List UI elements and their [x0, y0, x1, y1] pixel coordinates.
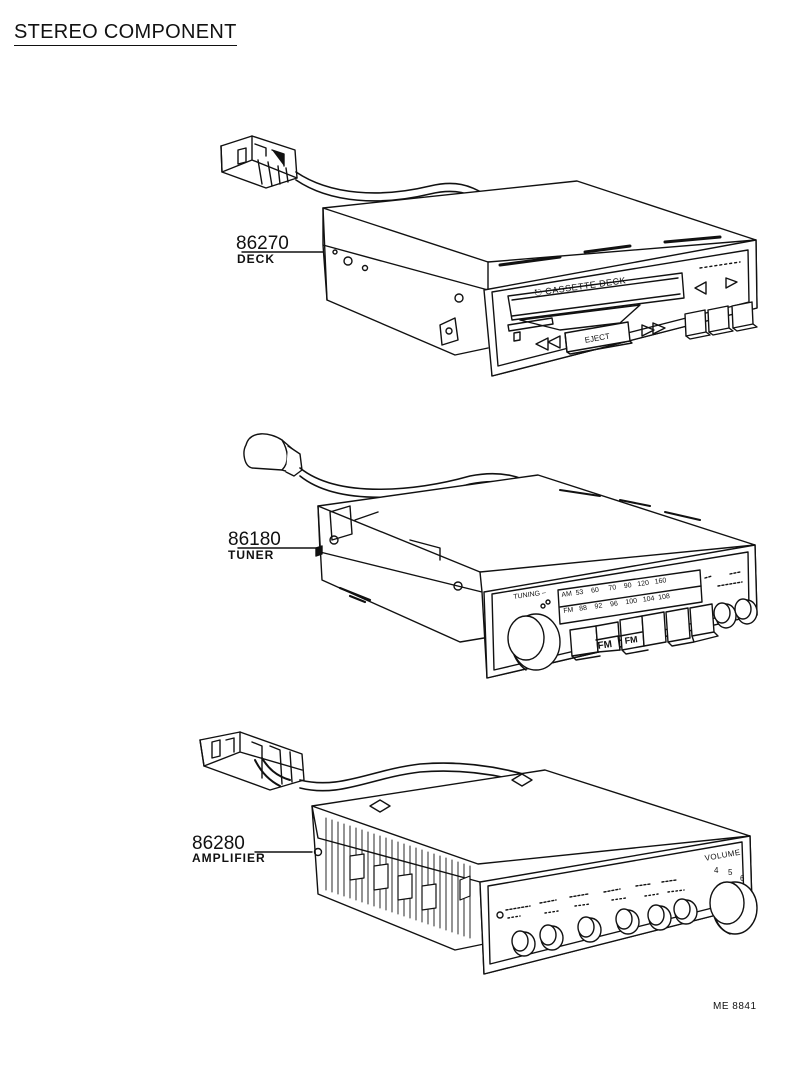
deck-cable [296, 172, 486, 195]
play-reverse-icon[interactable] [695, 282, 706, 294]
amplifier-unit [200, 732, 757, 974]
deck-unit [221, 136, 757, 376]
tuner-part-name: TUNER [228, 548, 275, 562]
tuning-knob[interactable] [508, 614, 560, 670]
deck-cassette-window [508, 273, 684, 320]
volume-scale-6: 6 [740, 874, 745, 883]
tuner-preset-buttons[interactable] [570, 604, 718, 660]
tuner-unit [244, 434, 757, 678]
deck-buttons[interactable] [685, 302, 757, 339]
rewind-icon[interactable] [536, 336, 560, 350]
amplifier-cable [300, 763, 530, 783]
tuner-part-number: 86180 [228, 529, 281, 550]
tuner-antenna-plug [244, 434, 302, 476]
deck-part-number: 86270 [236, 233, 289, 254]
tuner-button-label-1: FM [597, 638, 613, 652]
deck-connector [221, 136, 297, 188]
fast-forward-icon[interactable] [642, 323, 665, 336]
tuner-small-knobs[interactable] [714, 599, 757, 628]
amplifier-part-number: 86280 [192, 833, 245, 854]
amplifier-small-knobs[interactable] [512, 899, 697, 956]
volume-scale-5: 5 [728, 868, 733, 877]
volume-knob[interactable] [710, 882, 757, 934]
volume-scale-4: 4 [714, 866, 719, 875]
figure-code: ME 8841 [713, 1001, 757, 1012]
amplifier-heatsink [326, 818, 470, 938]
tuner-button-label-2: FM [624, 634, 639, 646]
amplifier-part-name: AMPLIFIER [192, 851, 266, 865]
deck-part-name: DECK [237, 252, 276, 266]
page-title: STEREO COMPONENT [14, 20, 237, 46]
amplifier-connector [200, 732, 304, 790]
play-forward-icon[interactable] [726, 278, 737, 288]
